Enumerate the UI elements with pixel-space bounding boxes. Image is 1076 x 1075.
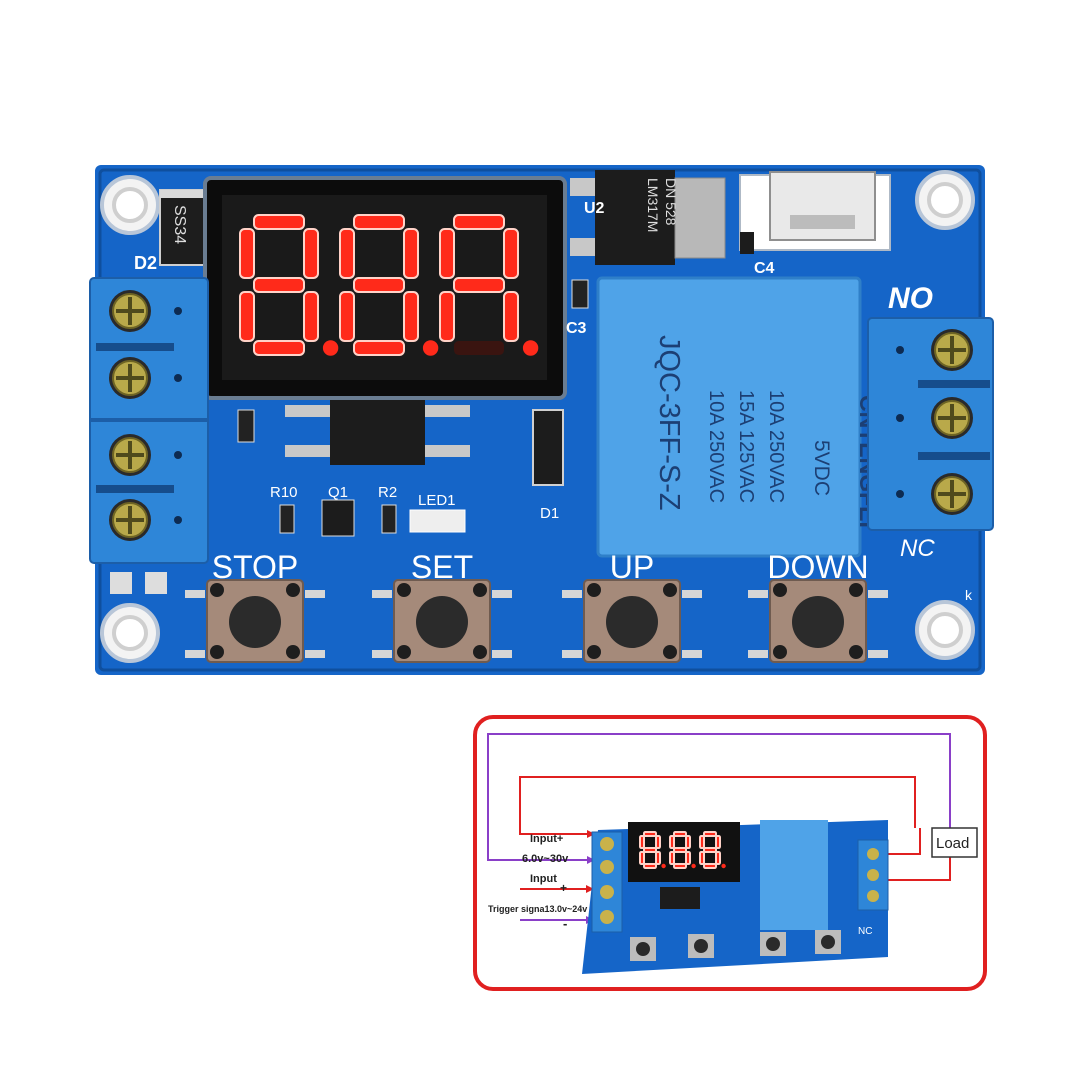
mini-digit-2 bbox=[669, 831, 696, 869]
label-input: Input bbox=[530, 873, 557, 885]
label-lm317: LM317M bbox=[645, 178, 661, 232]
label-r2: R2 bbox=[378, 484, 397, 501]
label-d1: D1 bbox=[540, 505, 559, 522]
label-input-plus: Input+ bbox=[530, 833, 563, 845]
relay-model: JQC-3FF-S-Z bbox=[653, 335, 685, 511]
label-mini-nc: NC bbox=[858, 926, 872, 937]
relay-board-photo: SS34 D2 U2 LM317M DN 528 C4 C3 R10 Q1 R2… bbox=[89, 165, 994, 675]
label-ss34: SS34 bbox=[171, 205, 188, 244]
screw-right-3 bbox=[931, 473, 973, 515]
label-q1: Q1 bbox=[328, 484, 348, 501]
label-u2: U2 bbox=[584, 200, 605, 217]
label-c4: C4 bbox=[754, 260, 775, 277]
label-button-set: SET bbox=[411, 549, 473, 585]
relay-module bbox=[596, 276, 862, 558]
screw-left-2 bbox=[109, 357, 151, 399]
label-d2: D2 bbox=[134, 253, 157, 273]
label-c3: C3 bbox=[566, 320, 587, 337]
display-digits bbox=[239, 214, 539, 356]
screw-left-1 bbox=[109, 290, 151, 332]
driver-ic bbox=[285, 400, 470, 465]
display-digit-1 bbox=[239, 214, 339, 356]
label-load: Load bbox=[936, 835, 969, 852]
load-box bbox=[931, 827, 978, 858]
label-trigger: Trigger signa13.0v~24v bbox=[488, 904, 587, 914]
button-down bbox=[748, 579, 888, 663]
relay-voltage: 5VDC bbox=[810, 440, 833, 496]
label-no: NO bbox=[888, 282, 933, 315]
label-voltage-range: 6.0v~30v bbox=[522, 853, 569, 865]
mini-display-digits bbox=[639, 831, 726, 869]
button-stop bbox=[185, 579, 325, 663]
screw-left-4 bbox=[109, 499, 151, 541]
label-button-down: DOWN bbox=[767, 549, 868, 585]
wire-purple-top bbox=[487, 733, 951, 861]
wire-red-right bbox=[885, 828, 921, 855]
label-plus: + bbox=[560, 881, 567, 895]
label-button-up: UP bbox=[610, 549, 654, 585]
relay-rating2: 15A 125VAC bbox=[735, 390, 757, 503]
label-button-stop: STOP bbox=[212, 549, 299, 585]
regulator-u2 bbox=[570, 170, 726, 265]
screw-right-2 bbox=[931, 397, 973, 439]
button-set bbox=[372, 579, 512, 663]
terminal-screws-right bbox=[896, 329, 973, 515]
output-terminal-block bbox=[867, 317, 994, 531]
wire-red-top bbox=[519, 776, 916, 835]
mounting-holes bbox=[100, 170, 975, 663]
micro-usb-port bbox=[739, 171, 891, 251]
label-r10: R10 bbox=[270, 484, 298, 501]
push-buttons: STOP SET UP DOWN bbox=[185, 549, 888, 663]
label-minus: - bbox=[563, 916, 567, 931]
mini-board bbox=[582, 820, 889, 974]
relay-rating1: 10A 250VAC bbox=[765, 390, 787, 503]
label-k: k bbox=[965, 587, 973, 603]
label-dn528: DN 528 bbox=[663, 178, 679, 226]
terminal-screws-left bbox=[109, 290, 182, 541]
input-terminal-block bbox=[89, 277, 209, 564]
display-digit-2 bbox=[339, 214, 439, 356]
screw-left-3 bbox=[109, 434, 151, 476]
display-digit-3 bbox=[439, 214, 539, 356]
wire-red-load bbox=[885, 857, 951, 881]
screw-right-1 bbox=[931, 329, 973, 371]
label-nc: NC bbox=[900, 535, 935, 562]
label-led1: LED1 bbox=[418, 492, 456, 509]
wiring-diagram: Load Input+ 6.0v~30v Input + Trigger sig… bbox=[473, 715, 987, 991]
relay-rating3: 10A 250VAC bbox=[705, 390, 727, 503]
mini-digit-3 bbox=[699, 831, 726, 869]
mini-digit-1 bbox=[639, 831, 666, 869]
button-up bbox=[562, 579, 702, 663]
